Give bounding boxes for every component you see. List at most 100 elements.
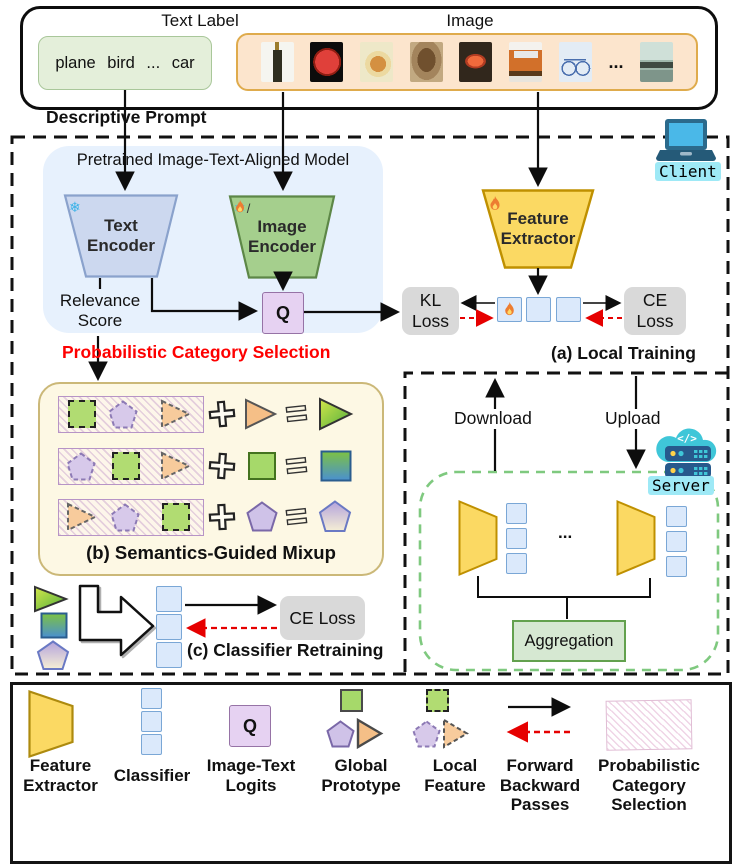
local-pentagon	[110, 503, 140, 532]
feature-extractor-label: Feature Extractor	[500, 209, 576, 248]
legend-classifier-label: Classifier	[113, 766, 191, 785]
mixed-triangle	[319, 397, 354, 431]
server-ellipsis: ...	[558, 523, 573, 542]
server-feature-extractor	[616, 500, 656, 576]
server-classifier-square	[506, 528, 527, 549]
classifier-square	[156, 642, 182, 668]
server-classifier-square	[666, 531, 687, 552]
image-text-logits-box: Q	[262, 292, 304, 334]
aggregation-box: Aggregation	[512, 620, 626, 662]
server-classifier-square	[506, 553, 527, 574]
thumb-apple	[310, 42, 344, 82]
classifier-square	[156, 614, 182, 640]
local-triangle	[161, 451, 192, 481]
equals-icon	[285, 507, 308, 526]
local-triangle	[67, 502, 98, 532]
thumb-bottle	[260, 42, 294, 82]
feature-extractor: Feature Extractor	[472, 189, 604, 269]
ce-loss-box: CE Loss	[624, 287, 686, 335]
local-pentagon	[108, 400, 138, 429]
image-samples-strip: ...	[236, 33, 698, 91]
kl-loss-label: KL Loss	[412, 290, 449, 331]
kl-loss-box: KL Loss	[402, 287, 459, 335]
ce-loss-label: CE Loss	[636, 290, 674, 331]
thumb-bridge	[640, 42, 674, 82]
legend-classifier-icon	[141, 711, 162, 732]
mixed-triangle	[34, 585, 69, 613]
server-feature-extractor	[458, 500, 498, 576]
legend-classifier-icon	[141, 688, 162, 709]
local-feature-square-flame	[497, 297, 522, 322]
text-encoder-label: Text Encoder	[86, 216, 156, 255]
image-encoder-label: Image Encoder	[247, 217, 317, 256]
legend-prob-selection-label: Probabilistic Category Selection	[597, 756, 701, 815]
server-classifier-square	[666, 506, 687, 527]
prototype-pentagon	[246, 501, 278, 532]
legend-logits-label: Image-Text Logits	[206, 756, 296, 795]
prob-category-selection-heading: Probabilistic Category Selection	[62, 342, 331, 362]
legend-local-square	[426, 689, 449, 712]
text-encoder: ❄ Text Encoder	[60, 194, 182, 278]
local-green-square	[68, 400, 96, 428]
legend-passes-icons	[506, 697, 572, 743]
class-names: plane bird ... car	[55, 53, 195, 72]
plus-icon	[208, 452, 236, 480]
descriptive-prompt-label: Descriptive Prompt	[46, 107, 207, 127]
local-triangle	[161, 399, 192, 429]
thumb-van	[509, 42, 543, 82]
legend-forward-backward-label: Forward Backward Passes	[499, 756, 581, 815]
relevance-score-label: Relevance Score	[59, 291, 141, 331]
download-label: Download	[452, 408, 534, 429]
plus-icon	[208, 400, 236, 428]
local-green-square	[162, 503, 190, 531]
legend-q-symbol: Q	[242, 715, 257, 736]
section-b-caption: (b) Semantics-Guided Mixup	[86, 542, 336, 563]
aggregation-label: Aggregation	[524, 631, 614, 650]
thumb-animal	[409, 42, 443, 82]
q-symbol: Q	[275, 302, 290, 323]
legend-prob-selection-swatch	[605, 699, 693, 751]
local-feature-square	[526, 297, 551, 322]
prototype-triangle	[245, 398, 278, 430]
thumb-bicycle	[558, 42, 592, 82]
legend-local-pentagon	[412, 720, 441, 748]
legend-global-pentagon	[326, 720, 355, 748]
legend-local-feature-label: Local Feature	[424, 756, 486, 795]
mixed-square	[320, 450, 352, 482]
thumb-fish	[459, 42, 493, 82]
class-names-box: plane bird ... car	[38, 36, 212, 90]
section-a-caption: (a) Local Training	[551, 343, 696, 363]
mixed-pentagon	[36, 640, 70, 670]
section-c-caption: (c) Classifier Retraining	[187, 640, 384, 660]
text-label-heading: Text Label	[161, 11, 239, 30]
thumb-snail	[360, 42, 394, 82]
pretrained-model-title: Pretrained Image-Text-Aligned Model	[76, 151, 350, 169]
equals-icon	[285, 456, 308, 475]
server-tag: Server	[648, 476, 714, 495]
mixed-square	[40, 612, 68, 639]
prototype-green-square	[248, 452, 276, 480]
ce-loss-retrain-box: CE Loss	[280, 596, 365, 640]
flame-icon	[505, 302, 514, 316]
legend-local-triangle	[443, 718, 469, 749]
elbow-arrow	[78, 584, 155, 657]
server-cloud-icon: </>	[652, 424, 722, 480]
local-pentagon	[66, 452, 96, 481]
image-heading: Image	[446, 11, 494, 30]
local-feature-square	[556, 297, 581, 322]
legend-global-prototype-label: Global Prototype	[321, 756, 401, 795]
code-icon: </>	[677, 432, 697, 445]
plus-icon	[208, 503, 236, 531]
mixed-pentagon	[318, 500, 352, 532]
legend-classifier-icon	[141, 734, 162, 755]
classifier-square	[156, 586, 182, 612]
legend-feature-extractor-label: Feature Extractor	[23, 756, 98, 795]
legend-global-square	[340, 689, 363, 712]
ce-loss-retrain-label: CE Loss	[289, 607, 356, 628]
server-classifier-square	[506, 503, 527, 524]
client-tag: Client	[655, 162, 721, 181]
thumbs-ellipsis: ...	[608, 51, 624, 72]
server-classifier-square	[666, 556, 687, 577]
legend-feature-extractor-icon	[28, 690, 74, 758]
